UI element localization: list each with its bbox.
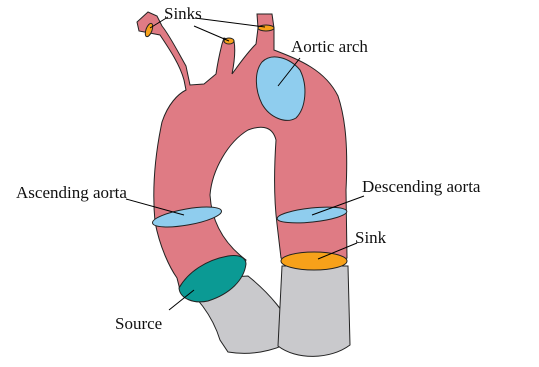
source-label: Source: [115, 314, 162, 333]
sinks-leader-3: [195, 18, 265, 27]
branch-sink-3: [258, 25, 274, 31]
sinks-leader-2: [194, 26, 229, 41]
descending-sink-face: [281, 252, 347, 270]
sinks-label: Sinks: [164, 4, 202, 23]
ascending-aorta-label: Ascending aorta: [16, 183, 127, 202]
descending-aorta-label: Descending aorta: [362, 177, 481, 196]
aortic-arch-label: Aortic arch: [291, 37, 368, 56]
sink-label: Sink: [355, 228, 387, 247]
descending-extension: [278, 266, 350, 356]
